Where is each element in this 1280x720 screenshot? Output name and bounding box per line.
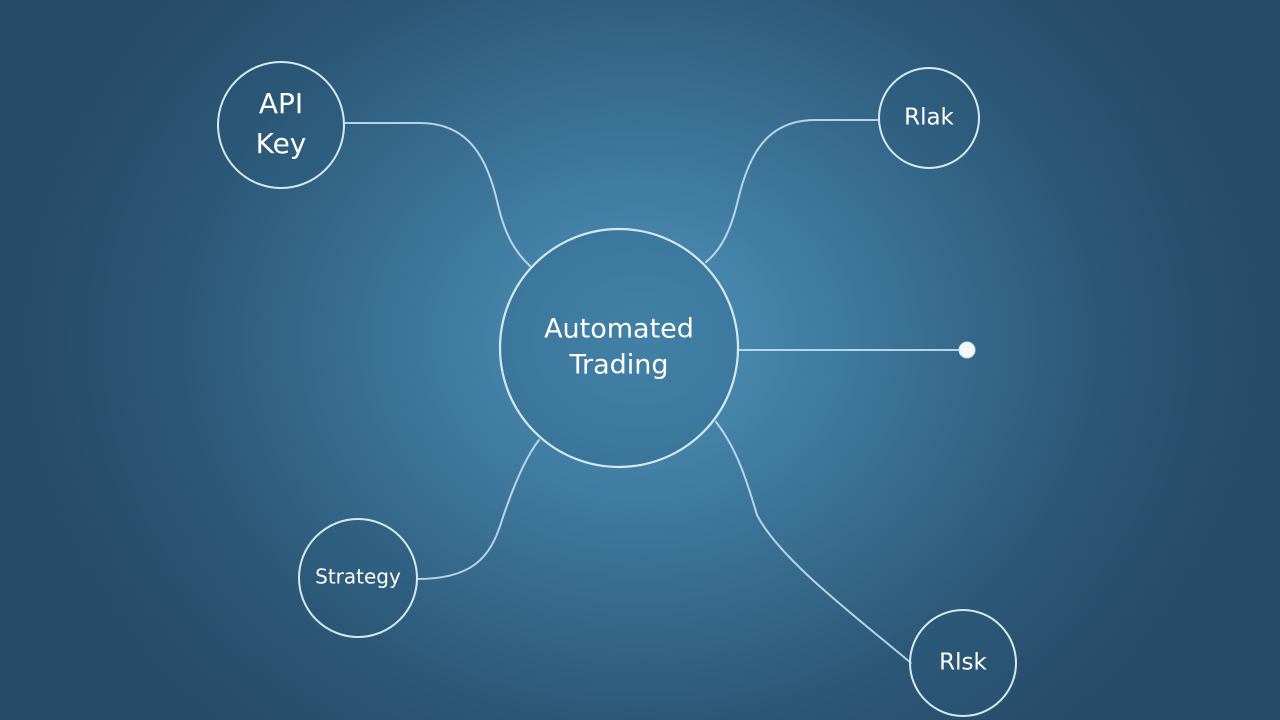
node-strategy-circle <box>298 518 418 638</box>
node-api-key-label: API <box>259 87 303 120</box>
node-center-label: Trading <box>568 350 668 381</box>
node-strategy: Strategy <box>298 518 418 638</box>
node-risk-bottom-label: Rlsk <box>939 650 987 676</box>
edge-center-to-risk-bottom <box>715 421 912 664</box>
node-api-key: API Key <box>217 61 345 189</box>
node-risk-top-label: Rlak <box>904 105 954 131</box>
endpoint-dot <box>958 341 976 359</box>
node-center-circle <box>498 227 740 469</box>
node-risk-bottom: Rlsk <box>909 609 1017 717</box>
node-risk-bottom-circle <box>909 609 1017 717</box>
edge-center-to-api-key <box>344 122 531 267</box>
node-strategy-label: Strategy <box>315 565 401 589</box>
edge-center-to-risk-top <box>705 119 880 263</box>
node-api-key-label: Key <box>256 127 307 160</box>
node-risk-top: Rlak <box>878 67 980 169</box>
node-risk-top-circle <box>878 67 980 169</box>
node-center-label: Automated <box>544 314 694 345</box>
connector-lines <box>344 119 976 664</box>
node-api-key-circle <box>217 61 345 189</box>
edge-center-to-strategy <box>416 439 540 580</box>
